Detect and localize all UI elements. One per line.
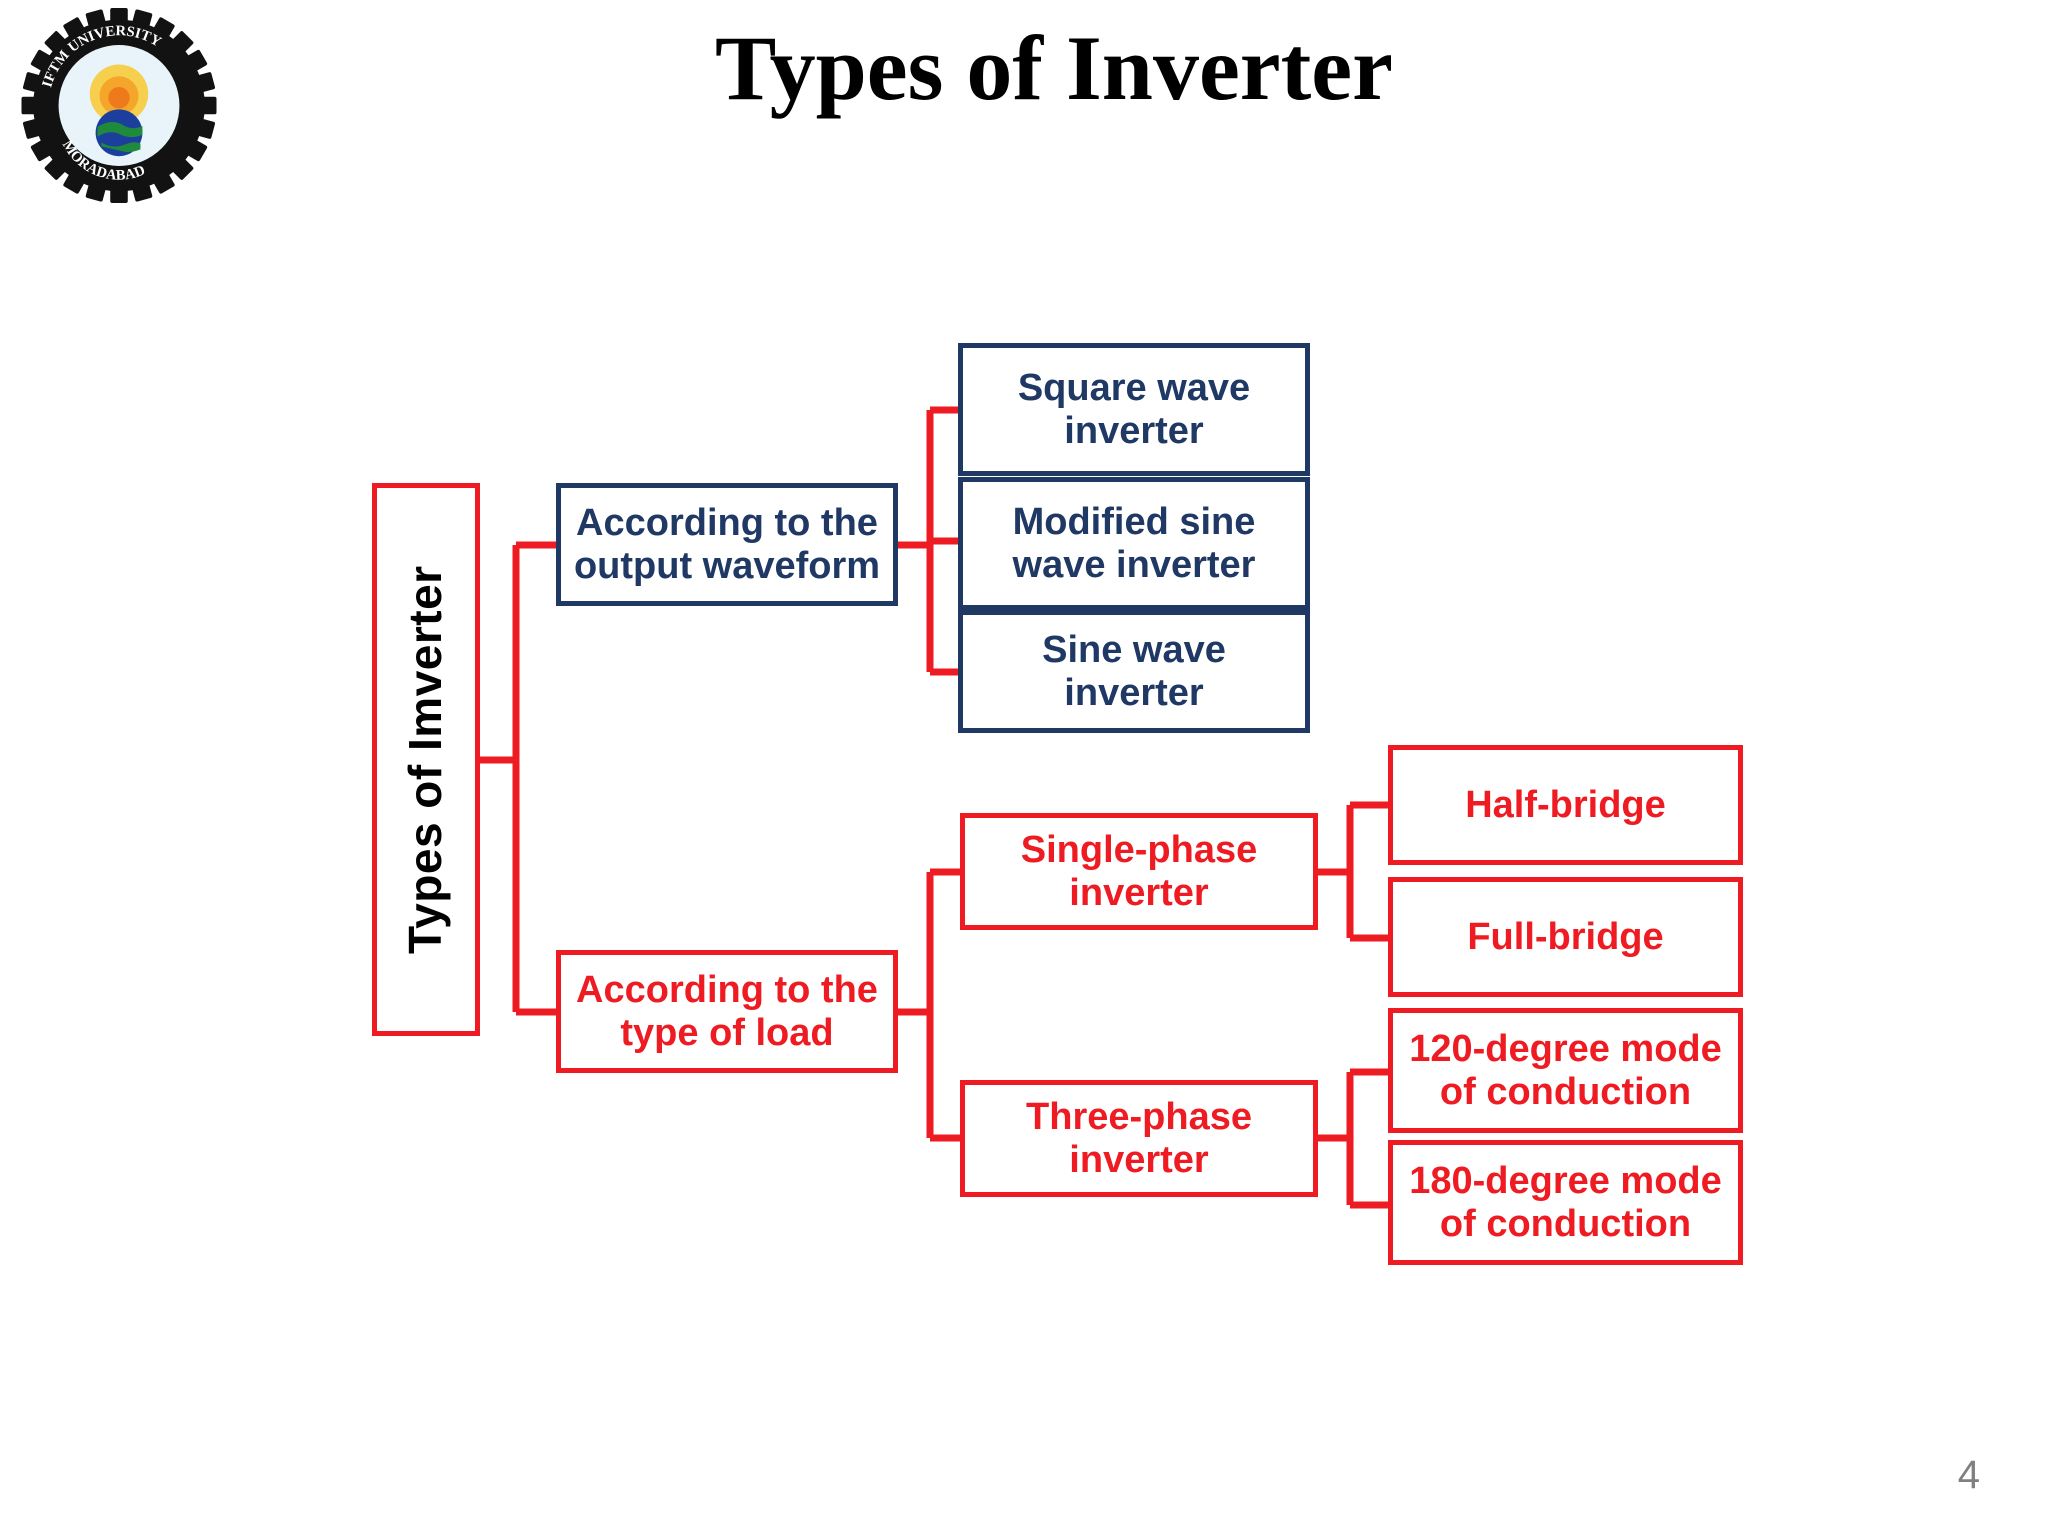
node-line-2: inverter <box>1064 671 1204 714</box>
node-line-2: wave inverter <box>1012 543 1256 586</box>
node-half-bridge[interactable]: Half-bridge <box>1388 745 1743 865</box>
node-line-2: inverter <box>1064 409 1204 452</box>
node-120-degree-mode-of-conduction[interactable]: 120-degree mode of conduction <box>1388 1008 1743 1133</box>
node-root-types-of-inverter[interactable]: Types of Imverter <box>372 483 480 1036</box>
node-line-2: of conduction <box>1439 1070 1692 1113</box>
node-line-1: According to the <box>576 501 878 544</box>
node-line-2: output waveform <box>573 544 881 587</box>
node-line-2: of conduction <box>1439 1202 1692 1245</box>
node-line-2: inverter <box>1069 1138 1209 1181</box>
node-full-bridge[interactable]: Full-bridge <box>1388 877 1743 997</box>
node-line-1: Square wave <box>1017 366 1251 409</box>
node-sine-wave-inverter[interactable]: Sine wave inverter <box>958 610 1310 733</box>
node-according-to-output-waveform[interactable]: According to the output waveform <box>556 483 898 606</box>
gear-ring-icon <box>21 8 217 203</box>
globe-icon <box>95 109 143 157</box>
node-180-degree-mode-of-conduction[interactable]: 180-degree mode of conduction <box>1388 1140 1743 1265</box>
node-three-phase-inverter[interactable]: Three-phase inverter <box>960 1080 1318 1197</box>
page-number: 4 <box>1957 1453 1980 1497</box>
page-title: Types of Inverter <box>715 17 1393 119</box>
node-line-1: According to the <box>576 968 878 1011</box>
node-line-1: Three-phase <box>1026 1095 1252 1138</box>
university-logo: IFTM UNIVERSITY MORADABAD <box>14 8 224 203</box>
node-line-2: inverter <box>1069 871 1209 914</box>
node-line-1: 120-degree mode <box>1409 1027 1722 1070</box>
node-square-wave-inverter[interactable]: Square wave inverter <box>958 343 1310 476</box>
node-single-phase-inverter[interactable]: Single-phase inverter <box>960 813 1318 930</box>
node-line-1: Single-phase <box>1020 828 1258 871</box>
node-line-2: type of load <box>620 1011 834 1054</box>
node-line-1: Modified sine <box>1012 500 1256 543</box>
node-according-to-type-of-load[interactable]: According to the type of load <box>556 950 898 1073</box>
node-line-1: 180-degree mode <box>1409 1159 1722 1202</box>
node-modified-sine-wave-inverter[interactable]: Modified sine wave inverter <box>958 477 1310 610</box>
node-line-1: Sine wave <box>1042 628 1226 671</box>
sun-icon <box>89 64 149 124</box>
